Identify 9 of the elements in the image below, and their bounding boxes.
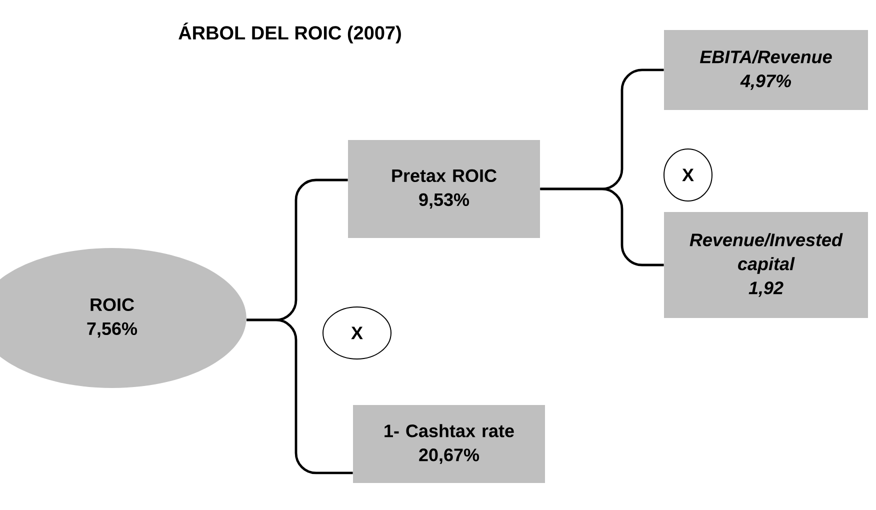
multiply-sign: X [664,148,712,202]
factor-box: Revenue/Invested capital 1,92 [664,212,868,318]
bracket-connector [246,318,353,474]
bracket-connector [540,188,664,266]
factor-box: 1- Cashtax rate 20,67% [353,404,545,483]
factor-box: Pretax ROIC 9,53% [348,140,540,238]
title: ÁRBOL DEL ROIC (2007) [178,22,401,44]
multiply-sign: X [322,306,392,360]
factor-box: EBITA/Revenue 4,97% [664,30,868,110]
